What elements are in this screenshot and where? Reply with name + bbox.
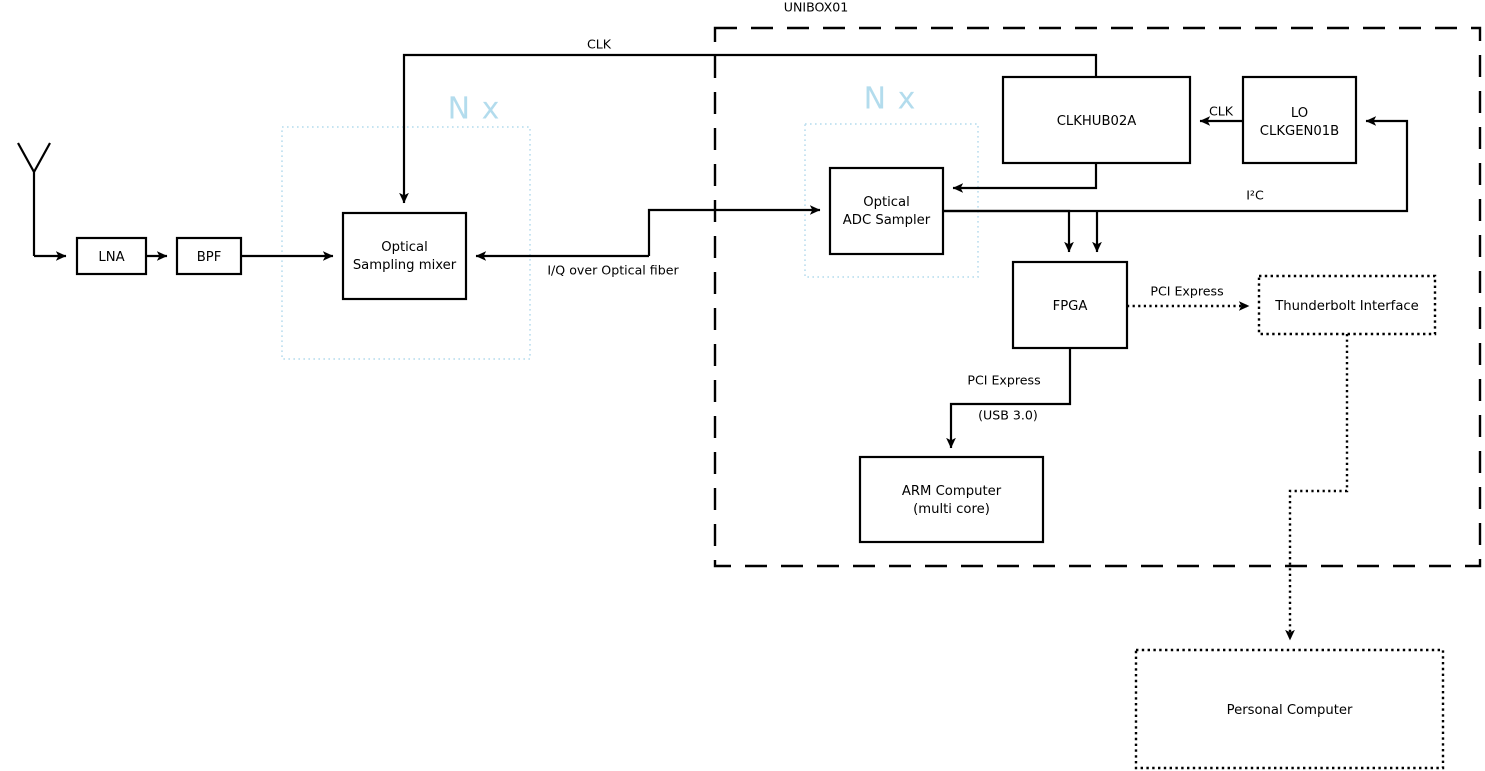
block-personal-computer-label: Personal Computer: [1227, 703, 1353, 718]
block-clkhub02a: [1001, 75, 1192, 165]
wire-iq-riser: [647, 205, 821, 256]
block-optical-sampling-mixer-label-line2: Sampling mixer: [353, 258, 457, 273]
block-bpf-label: BPF: [197, 250, 222, 265]
block-optical-adc-sampler: [828, 166, 945, 256]
wire-clk-to-mixer: [399, 53, 1098, 204]
wire-adc-to-fpga: [943, 209, 1074, 253]
label-pcie-thunderbolt: PCI Express: [1150, 284, 1223, 299]
label-clk-lo: CLK: [1209, 104, 1234, 119]
block-bpf: [175, 236, 243, 276]
label-usb3: (USB 3.0): [978, 408, 1038, 423]
block-arm-computer-label-line1: ARM Computer: [902, 484, 1002, 499]
block-optical-sampling-mixer: [341, 211, 468, 301]
antenna-icon: [17, 142, 51, 256]
block-arm-computer-label-line2: (multi core): [913, 502, 990, 517]
block-fpga-label: FPGA: [1053, 299, 1088, 314]
block-optical-adc-sampler-label-line2: ADC Sampler: [843, 213, 931, 228]
label-i2c: I²C: [1246, 188, 1264, 203]
label-pcie-arm: PCI Express: [967, 373, 1040, 388]
block-thunderbolt-interface-label: Thunderbolt Interface: [1274, 299, 1419, 314]
wire-clkhub-to-adc-sampler: [952, 163, 1098, 193]
block-clkhub02a-label: CLKHUB02A: [1057, 114, 1137, 129]
block-lo-clkgen01b: [1241, 75, 1358, 165]
right-nx-group-container: [804, 123, 979, 278]
block-thunderbolt-interface: [1257, 274, 1437, 336]
block-fpga: [1011, 260, 1129, 350]
block-personal-computer: [1134, 648, 1445, 770]
unibox01-label: UNIBOX01: [784, 0, 849, 15]
wire-thunderbolt-to-personal-computer: [1285, 334, 1349, 641]
label-clk-top: CLK: [587, 37, 612, 52]
block-lna-label: LNA: [98, 250, 124, 265]
block-optical-adc-sampler-label-line1: Optical: [863, 195, 910, 210]
right-nx-label: N x: [864, 82, 917, 117]
block-lo-clkgen01b-label-line2: CLKGEN01B: [1260, 124, 1339, 139]
label-iq-optical-fiber: I/Q over Optical fiber: [547, 263, 679, 278]
block-lo-clkgen01b-label-line1: LO: [1291, 106, 1308, 121]
wire-i2c-bus: [943, 116, 1409, 213]
left-nx-label: N x: [448, 92, 501, 127]
block-arm-computer: [858, 455, 1045, 544]
wire-fpga-to-arm-computer: [946, 348, 1072, 449]
block-optical-sampling-mixer-label-line1: Optical: [381, 240, 428, 255]
